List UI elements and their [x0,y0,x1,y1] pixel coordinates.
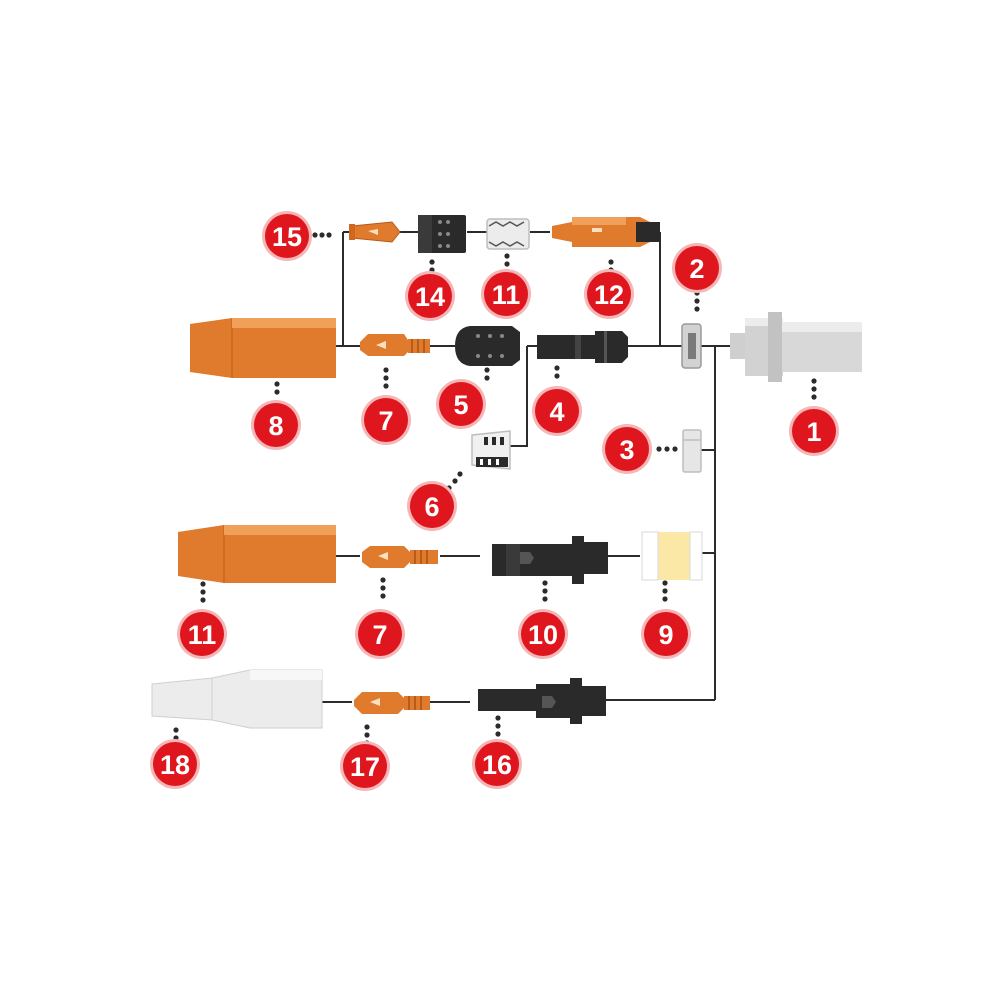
part-6-diffuser-insert [471,430,511,470]
callout-number: 10 [528,620,558,650]
part-14-insulator [418,215,466,253]
callout-circle [180,612,224,656]
callout-circle [535,389,579,433]
callout-c5: 5 [436,379,486,429]
callout-number: 6 [424,492,439,522]
part-1-neck [730,312,862,382]
callout-circle [475,742,519,786]
callout-c12: 12 [584,269,634,319]
callout-c15: 15 [262,211,312,261]
part-4-diffuser-body [537,331,628,363]
callout-circle [675,246,719,290]
callout-c14: 14 [405,271,455,321]
callout-circle [644,612,688,656]
callout-circle [792,409,836,453]
callout-c7b: 7 [355,609,405,659]
part-10-diffuser [492,536,608,584]
callout-circle [254,403,298,447]
part-11-nozzle-b [178,525,336,583]
callout-c3: 3 [602,424,652,474]
callout-c11b: 11 [177,609,227,659]
callout-number: 15 [272,222,302,252]
callout-circle [439,382,483,426]
callout-number: 5 [453,390,468,420]
callout-number: 7 [372,620,387,650]
callout-number: 2 [689,254,704,284]
callout-c7a: 7 [361,395,411,445]
part-2-washer [681,323,702,369]
callout-badges: 15 14 11 12 2 8 7 5 4 1 3 6 11 7 10 9 18 17 16 [150,211,839,791]
part-16-diffuser [478,678,606,724]
callout-circle [521,612,565,656]
part-7-contact-tip-a [360,334,430,356]
callout-number: 12 [594,280,624,310]
part-12-tip-holder [552,217,660,247]
part-5-gas-diffuser [455,326,520,366]
callout-circle [265,214,309,258]
callout-number: 18 [160,750,190,780]
part-17-contact-tip [354,692,430,714]
callout-circle [484,272,528,316]
callout-number: 4 [549,397,564,427]
parts [151,215,862,729]
callout-circle [153,742,197,786]
callout-circle [343,744,387,788]
callout-circle [587,272,631,316]
callout-c16: 16 [472,739,522,789]
callout-number: 9 [658,620,673,650]
callout-c2: 2 [672,243,722,293]
callout-number: 11 [492,280,521,310]
callout-circle [408,274,452,318]
part-15-contact-tip [349,221,401,243]
part-18-nozzle [151,669,323,729]
callout-c8: 8 [251,400,301,450]
callout-c1: 1 [789,406,839,456]
part-7-contact-tip-b [362,546,438,568]
callout-circle [605,427,649,471]
callout-number: 11 [188,620,217,650]
part-11-gas-diffuser-top [486,218,530,250]
callout-c17: 17 [340,741,390,791]
callout-number: 3 [619,435,634,465]
callout-circle [364,398,408,442]
callout-number: 1 [806,417,821,447]
callout-c4: 4 [532,386,582,436]
callout-number: 17 [350,752,380,782]
callout-number: 14 [415,282,445,312]
callout-c10: 10 [518,609,568,659]
callout-number: 8 [268,411,283,441]
callout-number: 7 [378,406,393,436]
part-8-nozzle [190,318,336,378]
part-9-insulator [641,531,703,581]
part-3-ring [682,429,702,473]
callout-circle [358,612,402,656]
callout-circle [410,484,454,528]
callout-c11a: 11 [481,269,531,319]
connector-lines [322,231,730,703]
callout-c18: 18 [150,739,200,789]
callout-c9: 9 [641,609,691,659]
callout-number: 16 [482,750,512,780]
callout-c6: 6 [407,481,457,531]
